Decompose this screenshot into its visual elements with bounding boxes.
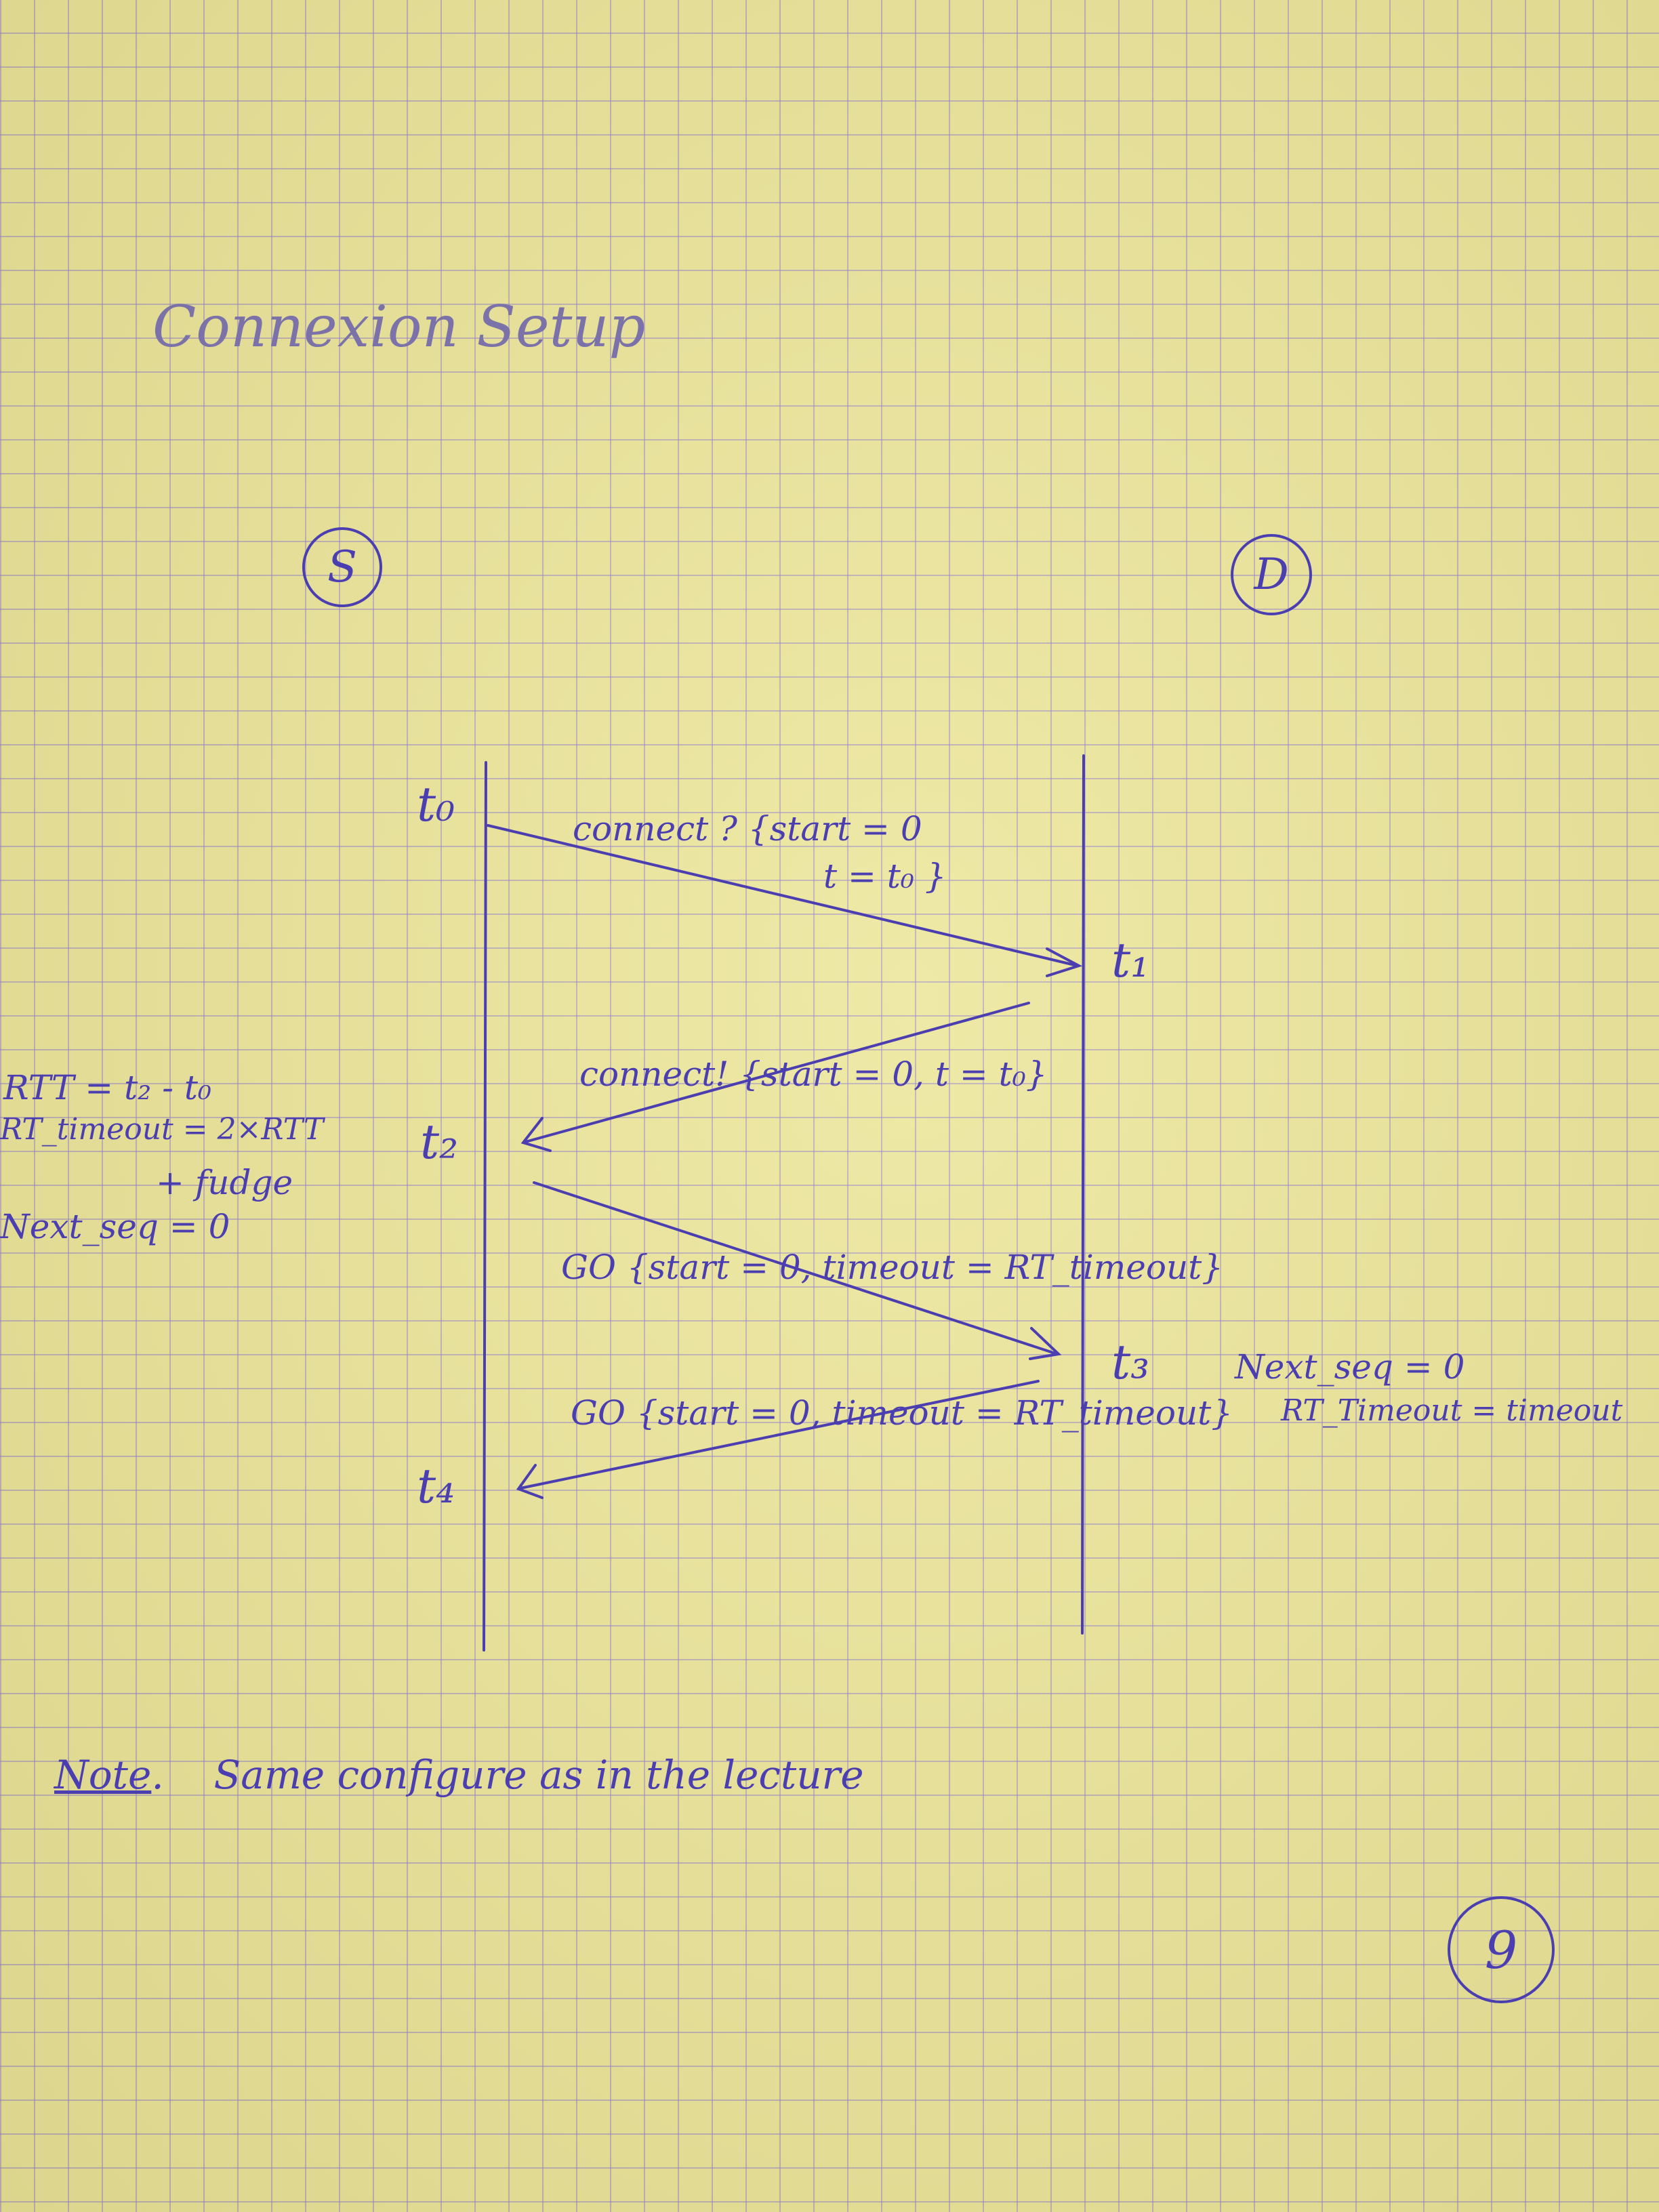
t2-label: t₂ [420, 1114, 459, 1170]
connect-request-label-line1: connect ? {start = 0 [573, 809, 922, 848]
t0-label: t₀ [417, 777, 455, 832]
destination-node-label: D [1254, 550, 1289, 600]
connect-reply-arrow [524, 1002, 1030, 1143]
go-request-arrow [533, 1181, 1059, 1355]
page-number: 9 [1484, 1919, 1518, 1980]
go-request-label: GO {start = 0, timeout = RT_timeout} [561, 1248, 1224, 1287]
connect-reply-arrowhead [520, 1117, 552, 1152]
go-reply-arrow [519, 1380, 1040, 1490]
source-next-seq-note: Next_seq = 0 [0, 1207, 230, 1246]
destination-timeline [1081, 754, 1085, 1635]
source-node-label: S [327, 542, 357, 592]
destination-rt-timeout-note: RT_Timeout = timeout [1281, 1393, 1623, 1428]
page-title: Connexion Setup [152, 293, 646, 360]
fudge-note: + fudge [156, 1163, 293, 1202]
t4-label: t₄ [417, 1458, 455, 1514]
connect-request-arrow [487, 824, 1079, 967]
rtt-note: RTT = t₂ - t₀ [3, 1068, 212, 1107]
go-reply-label: GO {start = 0, timeout = RT_timeout} [571, 1393, 1233, 1433]
note-text: Same configure as in the lecture [213, 1752, 864, 1798]
connect-request-arrowhead [1046, 947, 1083, 977]
go-reply-arrowhead [516, 1464, 544, 1499]
connect-reply-label: connect! {start = 0, t = t₀} [579, 1054, 1048, 1094]
source-node: S [302, 527, 382, 607]
go-request-arrowhead [1029, 1327, 1062, 1360]
destination-node: D [1231, 534, 1312, 615]
rt-timeout-note: RT_timeout = 2×RTT [0, 1112, 324, 1147]
note-separator: . [151, 1752, 214, 1798]
note-label: Note [54, 1752, 152, 1798]
source-timeline [483, 761, 487, 1652]
connect-request-label-line2: t = t₀ } [823, 857, 947, 896]
t1-label: t₁ [1111, 933, 1150, 988]
page-number-badge: 9 [1448, 1896, 1555, 2003]
destination-next-seq-note: Next_seq = 0 [1235, 1347, 1465, 1387]
t3-label: t₃ [1111, 1334, 1150, 1390]
note: Note. Same configure as in the lecture [54, 1755, 864, 1795]
